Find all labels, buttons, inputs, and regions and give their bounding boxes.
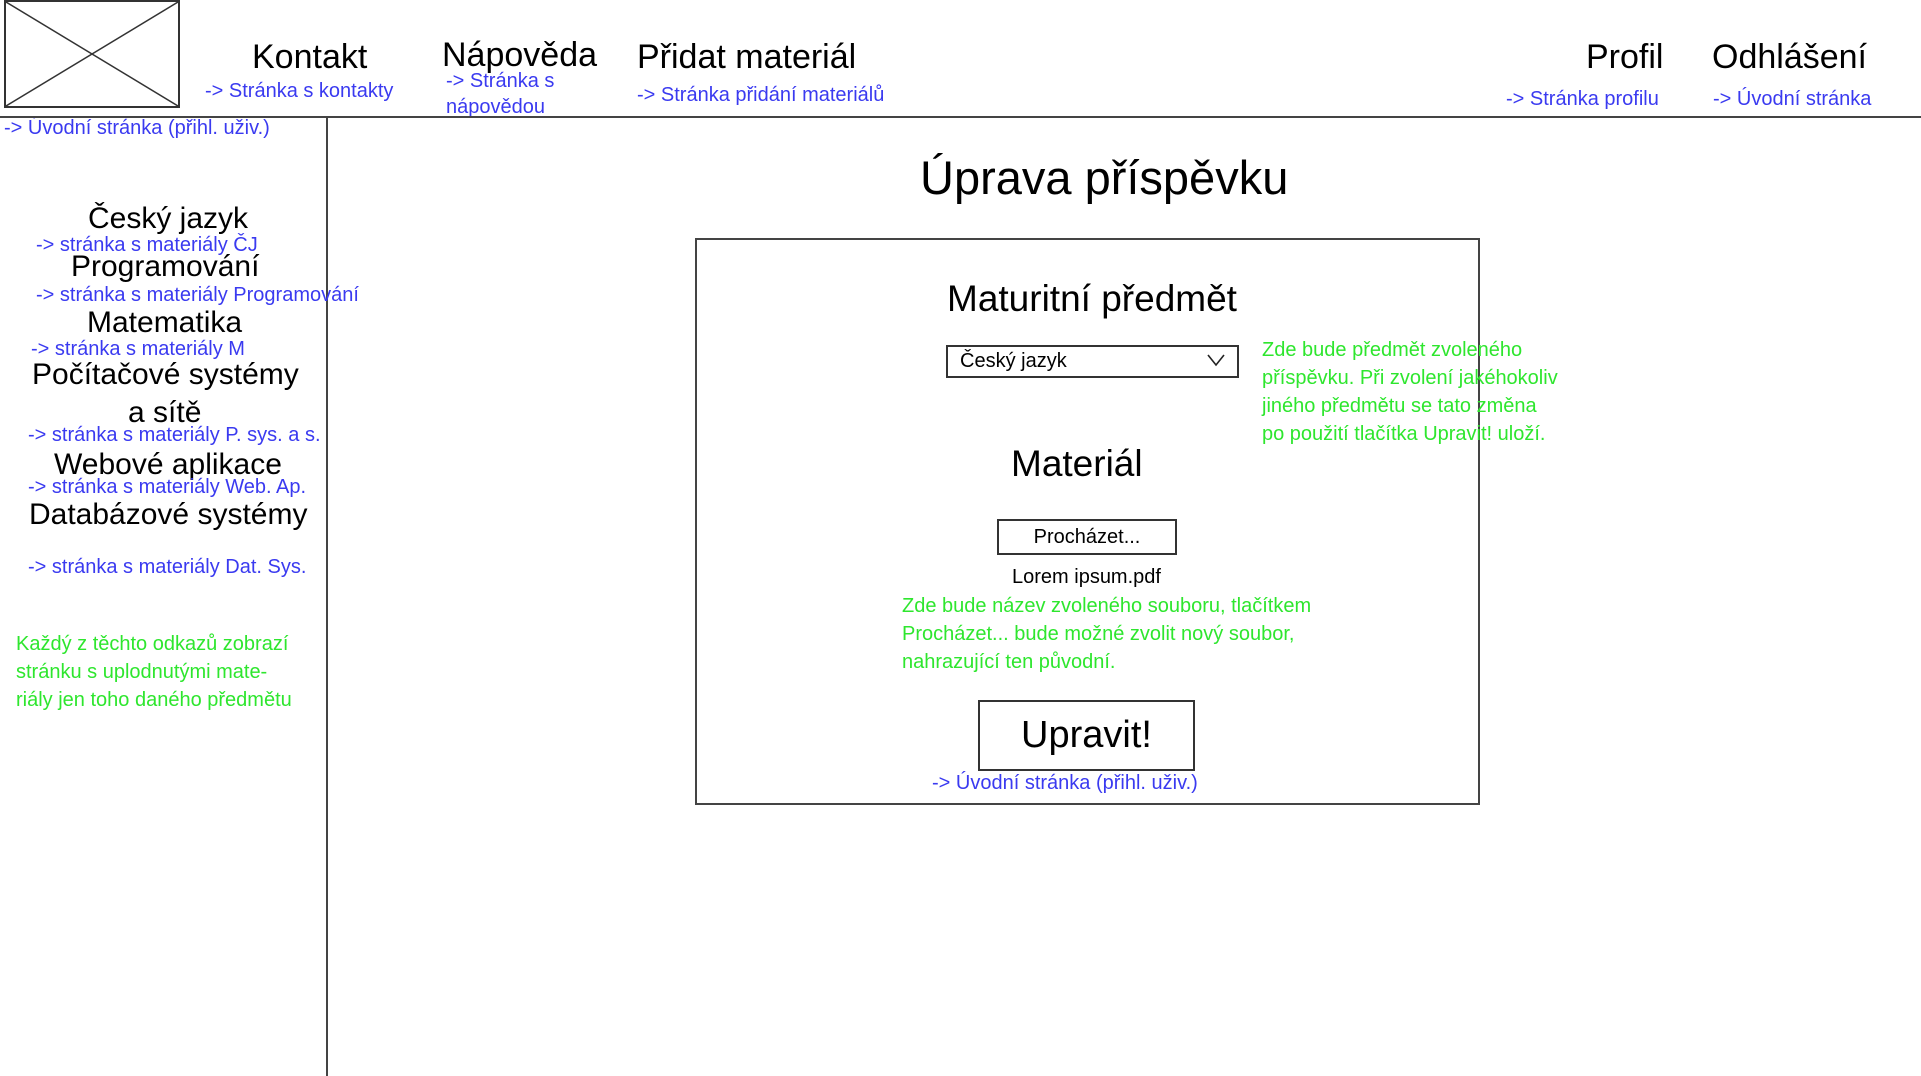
- nav-odhlaseni[interactable]: Odhlášení: [1712, 38, 1867, 76]
- header-divider: [0, 116, 1921, 118]
- nav-kontakt[interactable]: Kontakt: [252, 38, 368, 76]
- edit-form-box: [695, 238, 1480, 805]
- sidebar-item-webove-aplikace[interactable]: Webové aplikace: [54, 448, 282, 481]
- file-note-line: nahrazující ten původní.: [902, 651, 1116, 673]
- selected-file-name: Lorem ipsum.pdf: [1012, 566, 1161, 588]
- sidebar-item-cesky-jazyk-annotation: -> stránka s materiály ČJ: [36, 234, 258, 256]
- sidebar-item-pocitacove-systemy-annotation: -> stránka s materiály P. sys. a s.: [28, 424, 321, 446]
- nav-profil-annotation: -> Stránka profilu: [1506, 88, 1659, 110]
- nav-odhlaseni-annotation: -> Úvodní stránka: [1713, 88, 1872, 110]
- subject-note-line: příspěvku. Při zvolení jakéhokoliv: [1262, 367, 1558, 389]
- logo-annotation: -> Úvodní stránka (přihl. uživ.): [4, 117, 270, 139]
- sidebar-item-databazove-systemy-annotation: -> stránka s materiály Dat. Sys.: [28, 556, 307, 578]
- chevron-down-icon: [1207, 354, 1225, 367]
- nav-napoveda[interactable]: Nápověda: [442, 36, 598, 74]
- nav-pridat-annotation: -> Stránka přidání materiálů: [637, 84, 885, 106]
- subject-note-line: jiného předmětu se tato změna: [1262, 395, 1537, 417]
- nav-pridat-material[interactable]: Přidat materiál: [637, 38, 857, 76]
- submit-annotation: -> Úvodní stránka (přihl. uživ.): [932, 772, 1198, 794]
- sidebar-divider: [326, 116, 328, 1076]
- subject-select-value: Český jazyk: [960, 350, 1067, 372]
- sidebar-note-line: Každý z těchto odkazů zobrazí: [16, 633, 289, 655]
- submit-button[interactable]: Upravit!: [978, 700, 1195, 771]
- sidebar-item-pocitacove-systemy-line2[interactable]: a sítě: [128, 396, 202, 429]
- sidebar-item-matematika[interactable]: Matematika: [87, 306, 243, 339]
- subject-heading: Maturitní předmět: [947, 278, 1237, 319]
- subject-note-line: Zde bude předmět zvoleného: [1262, 339, 1523, 361]
- subject-note-line: po použití tlačítka Upravit! uloží.: [1262, 423, 1546, 445]
- sidebar-item-programovani[interactable]: Programování: [71, 250, 260, 283]
- sidebar-note-line: riály jen toho daného předmětu: [16, 689, 292, 711]
- nav-kontakt-annotation: -> Stránka s kontakty: [205, 80, 394, 102]
- nav-napoveda-annotation-1: -> Stránka s: [446, 70, 555, 92]
- sidebar-item-webove-aplikace-annotation: -> stránka s materiály Web. Ap.: [28, 476, 307, 498]
- sidebar-note-line: stránku s uplodnutými mate-: [16, 661, 268, 683]
- page-title: Úprava příspěvku: [920, 151, 1289, 204]
- sidebar-item-pocitacove-systemy[interactable]: Počítačové systémy: [32, 358, 299, 391]
- nav-profil[interactable]: Profil: [1586, 38, 1664, 76]
- subject-select[interactable]: Český jazyk: [946, 345, 1239, 378]
- image-placeholder-icon: [6, 2, 178, 106]
- nav-napoveda-annotation-2: nápovědou: [446, 96, 545, 118]
- file-note-line: Procházet... bude možné zvolit nový soub…: [902, 623, 1295, 645]
- file-note-line: Zde bude název zvoleného souboru, tlačít…: [902, 595, 1312, 617]
- material-heading: Materiál: [1011, 443, 1143, 484]
- sidebar-item-cesky-jazyk[interactable]: Český jazyk: [88, 202, 249, 235]
- browse-button[interactable]: Procházet...: [997, 519, 1177, 555]
- sidebar-item-programovani-annotation: -> stránka s materiály Programování: [36, 284, 359, 306]
- sidebar-item-databazove-systemy[interactable]: Databázové systémy: [29, 498, 308, 531]
- sidebar-item-matematika-annotation: -> stránka s materiály M: [31, 338, 245, 360]
- logo-placeholder[interactable]: [4, 0, 180, 108]
